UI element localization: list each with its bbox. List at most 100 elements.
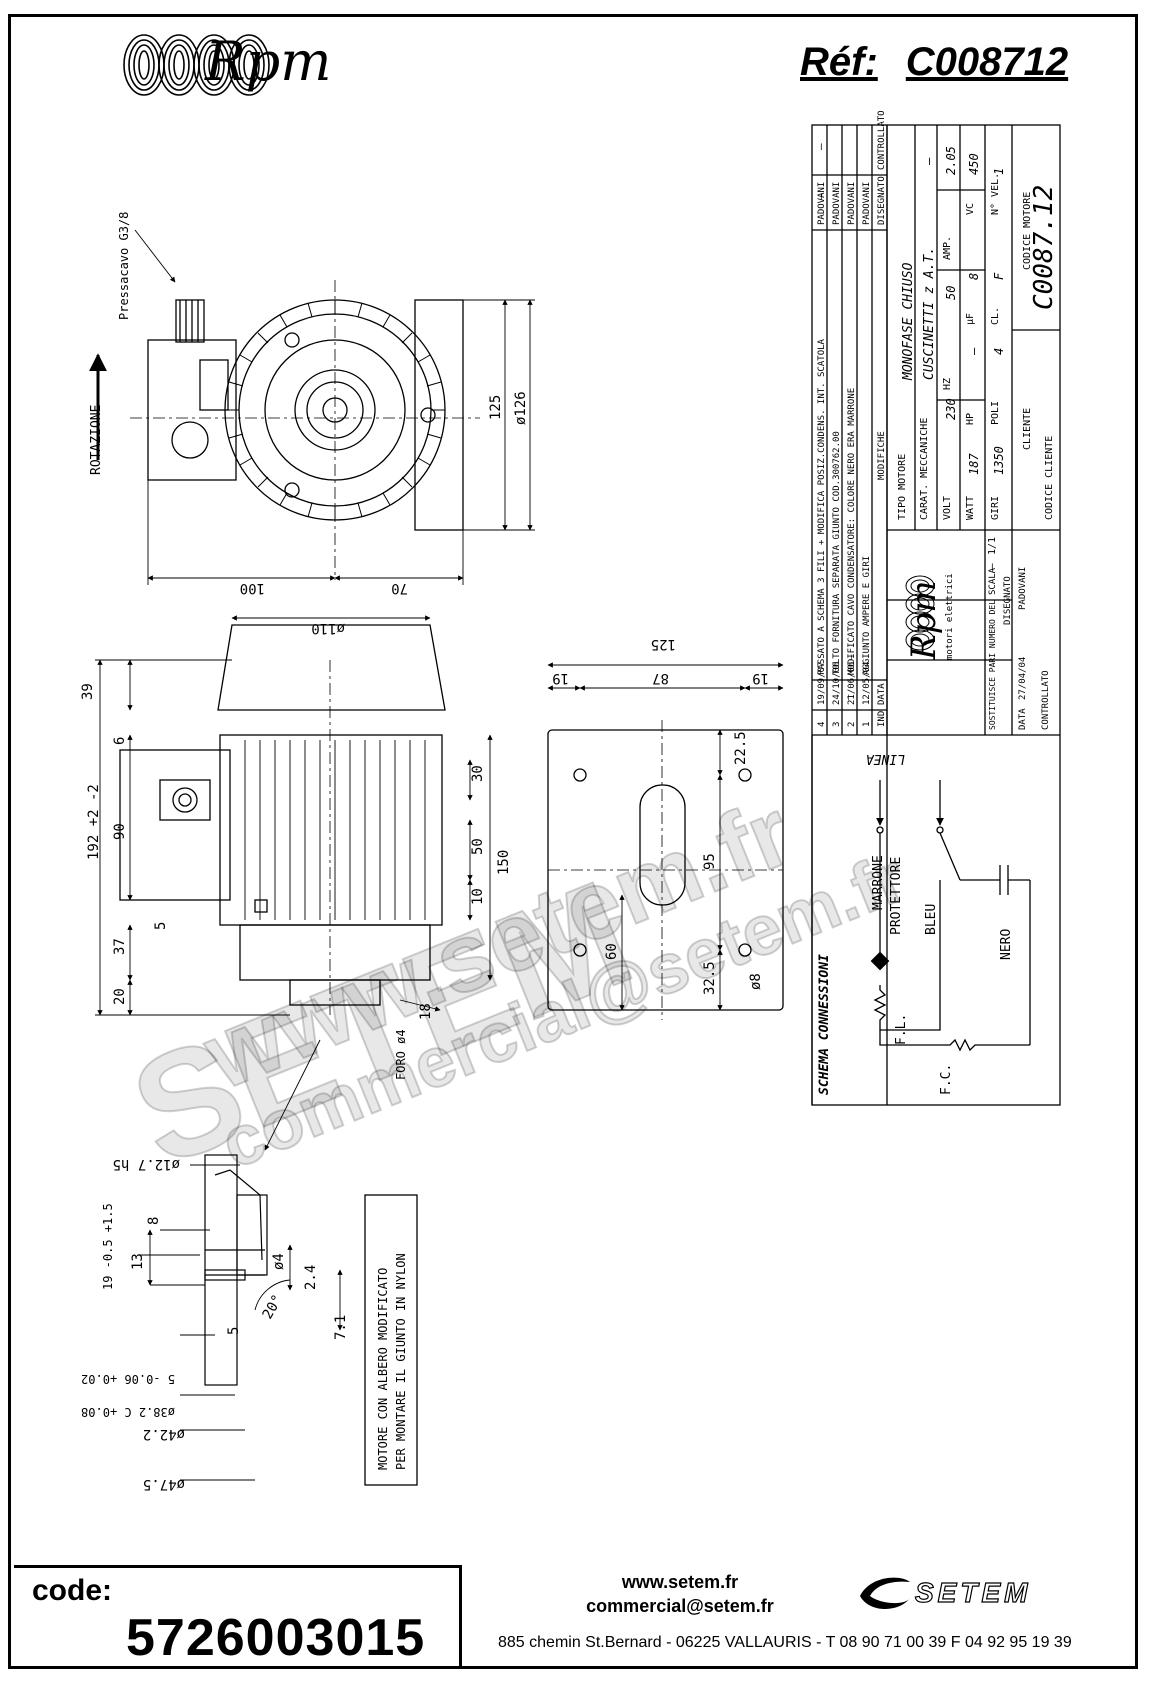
dim-125-front: 125	[488, 395, 504, 420]
side-fins	[244, 740, 426, 920]
email-link[interactable]: commercial@setem.fr	[586, 1596, 774, 1616]
dim-192: 192 +2 -2	[86, 784, 102, 860]
dim-22-5: 22.5	[733, 731, 749, 765]
rev-3-ind: 3	[832, 722, 842, 727]
wiring-linea: LINEA	[866, 751, 905, 766]
dim-d42-2: ø42.2	[143, 1426, 185, 1442]
hp-label: HP	[965, 413, 976, 425]
side-dims	[95, 615, 493, 1151]
rev-2-ind: 2	[847, 722, 857, 727]
dim-d38-2: ø38.2 C +0.08	[81, 1405, 175, 1419]
wiring-bleu: BLEU	[924, 904, 939, 935]
rev-dash-4: —	[847, 654, 857, 660]
dim-6: 6	[112, 737, 128, 745]
note-box	[364, 1194, 418, 1486]
dim-2-4: 2.4	[303, 1265, 319, 1290]
dim-20: 20	[112, 988, 128, 1005]
code-value: 5726003015	[126, 1609, 426, 1667]
rev-1-drawn: PADOVANI	[862, 182, 872, 225]
dim-100: 100	[240, 580, 265, 596]
hdr-ind: IND	[877, 711, 887, 727]
client-code-label: CODICE CLIENTE	[1044, 436, 1055, 520]
rev-dash-2: —	[814, 143, 827, 150]
ref-label: Réf:	[800, 40, 878, 84]
rev-4-desc: PASSATO A SCHEMA 3 FILI + MODIFICA POSIZ…	[817, 338, 827, 675]
address: 885 chemin St.Bernard - 06225 VALLAURIS …	[498, 1634, 1072, 1651]
scale-value: 1/1	[987, 537, 998, 555]
mech-dash: —	[922, 157, 936, 165]
shaft-detail	[204, 1154, 268, 1386]
date-value: 27/04/04	[1018, 657, 1028, 700]
motor-type: MONOFASE CHIUSO	[901, 262, 916, 381]
date-label: DATA	[1018, 708, 1028, 730]
code-label: code:	[32, 1574, 113, 1607]
cl-label: CL.	[990, 307, 1001, 325]
rev-2-desc: MODIFICATO CAVO CONDENSATORE: COLORE NER…	[847, 388, 857, 675]
dim-10: 10	[470, 888, 486, 905]
motor-code: C0087.12	[1029, 185, 1059, 310]
ref-value: C008712	[905, 40, 1069, 84]
hz-value: 50	[944, 286, 958, 300]
hp-value: —	[967, 347, 981, 355]
setem-logo: SETEM	[860, 1576, 1028, 1609]
wiring-nero: NERO	[999, 929, 1014, 960]
dim-19b: 19	[752, 670, 769, 686]
dim-87: 87	[652, 670, 669, 686]
giri-label: GIRI	[990, 496, 1001, 520]
dim-d126: ø126	[513, 391, 529, 425]
dim-19-tol: 19 -0.5 +1.5	[101, 1203, 115, 1290]
rev-4-date: 19/09/07	[817, 662, 827, 705]
wiring-protettore: PROTETTORE	[889, 857, 904, 935]
website-link[interactable]: www.setem.fr	[621, 1572, 739, 1592]
rev-4-ind: 4	[817, 722, 827, 727]
wiring-diagram	[811, 735, 1031, 1105]
note-line-2: PER MONTARE IL GIUNTO IN NYLON	[394, 1253, 408, 1470]
hz-label: HZ	[942, 378, 953, 390]
dim-50: 50	[470, 838, 486, 855]
dim-18: 18	[418, 1003, 434, 1020]
rev-dash-1: —	[814, 193, 827, 200]
dim-19a: 19	[552, 670, 569, 686]
dim-32-5: 32.5	[702, 961, 718, 995]
replaces-value: —	[985, 563, 998, 570]
vc-value: 450	[967, 153, 981, 175]
wiring-fl: F.L.	[894, 1014, 909, 1045]
rev-3-date: 24/10/06	[832, 662, 842, 705]
hdr-date: DATA	[877, 683, 887, 705]
uf-label: µF	[965, 313, 976, 325]
rotazione-label: ROTAZIONE	[89, 405, 104, 475]
wiring-fc: F.C.	[939, 1064, 954, 1095]
dim-5-side: 5	[153, 922, 169, 930]
dim-95: 95	[702, 853, 718, 870]
mech-value: CUSCINETTI z A.T.	[922, 247, 937, 380]
hdr-drawn: DISEGNATO	[877, 176, 887, 225]
note-line-1: MOTORE CON ALBERO MODIFICATO	[376, 1268, 390, 1470]
plate-dims	[547, 662, 784, 1011]
watt-value: 187	[967, 453, 981, 475]
dim-5-shaft: 5	[226, 1327, 242, 1335]
designer-label: DISEGNATO	[1003, 576, 1013, 625]
motor-code-label: CODICE MOTORE	[1022, 192, 1033, 270]
front-fins	[225, 300, 445, 520]
dim-125-plate: 125	[651, 636, 676, 652]
scale-label: SCALA	[988, 567, 998, 595]
dim-37: 37	[112, 938, 128, 955]
shaft-dims	[140, 1164, 343, 1481]
dim-8: 8	[146, 1217, 162, 1225]
poli-label: POLI	[990, 401, 1001, 425]
side-view	[119, 624, 446, 1015]
rpm-coil-logo	[123, 34, 270, 96]
dim-5-tol: 5 -0.06 +0.02	[81, 1372, 175, 1386]
title-block	[811, 124, 1061, 1106]
watt-label: WATT	[965, 496, 976, 520]
client-label: CLIENTE	[1022, 408, 1033, 450]
vel-value: 1	[992, 168, 1006, 175]
wiring-title: SCHEMA CONNESSIONI	[817, 954, 832, 1095]
title-block-coil-logo	[905, 575, 935, 651]
hdr-mod: MODIFICHE	[877, 431, 887, 480]
company-sub: motori elettrici	[945, 573, 955, 660]
contact-block: www.setem.fr commercial@setem.fr	[470, 1570, 890, 1618]
page-frame	[8, 14, 1138, 1669]
dim-39: 39	[80, 683, 96, 700]
rev-1-ind: 1	[862, 722, 872, 727]
